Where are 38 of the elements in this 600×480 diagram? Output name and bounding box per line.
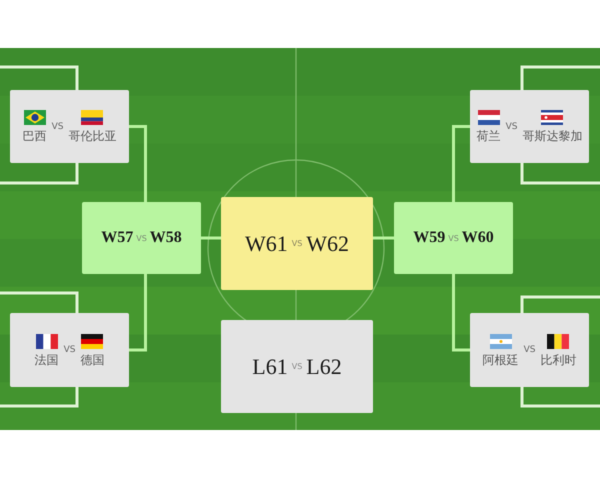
- bracket-line: [129, 274, 147, 352]
- match-code: W57: [101, 229, 134, 247]
- bracket-line: [201, 236, 221, 240]
- vs-label: VS: [506, 122, 518, 132]
- team-name: 哥伦比亚: [68, 129, 116, 143]
- match-code: W58: [150, 229, 182, 247]
- vs-label: VS: [136, 234, 147, 242]
- match-box: [470, 313, 589, 387]
- vs-label: VS: [292, 362, 302, 371]
- match-box: [82, 202, 201, 274]
- vs-label: VS: [524, 345, 536, 355]
- bracket-line: [452, 125, 470, 202]
- team-name: 巴西: [22, 129, 47, 143]
- match-code: W62: [306, 230, 350, 256]
- bracket-line: [373, 236, 394, 240]
- match-box: [221, 320, 373, 413]
- vs-label: VS: [64, 345, 76, 355]
- match-box: [394, 202, 513, 274]
- match-code: W59: [413, 229, 446, 247]
- vs-label: VS: [448, 234, 459, 242]
- vs-label: VS: [292, 239, 302, 248]
- team-name: 德国: [80, 352, 104, 366]
- vs-label: VS: [52, 122, 64, 132]
- team-name: 阿根廷: [482, 352, 519, 366]
- team-name: 荷兰: [476, 129, 501, 143]
- team-name: 哥斯达黎加: [522, 129, 582, 143]
- bracket-line: [452, 274, 470, 352]
- match-box: [470, 90, 589, 163]
- match-code: W61: [244, 230, 288, 256]
- match-code: L61: [252, 354, 288, 380]
- team-name: 法国: [34, 352, 59, 366]
- match-code: L62: [306, 354, 342, 380]
- match-box: [10, 313, 129, 387]
- match-box: [221, 197, 373, 290]
- match-code: W60: [462, 229, 494, 247]
- team-name: 比利时: [540, 352, 576, 366]
- match-box: [10, 90, 129, 163]
- bracket-line: [129, 125, 147, 202]
